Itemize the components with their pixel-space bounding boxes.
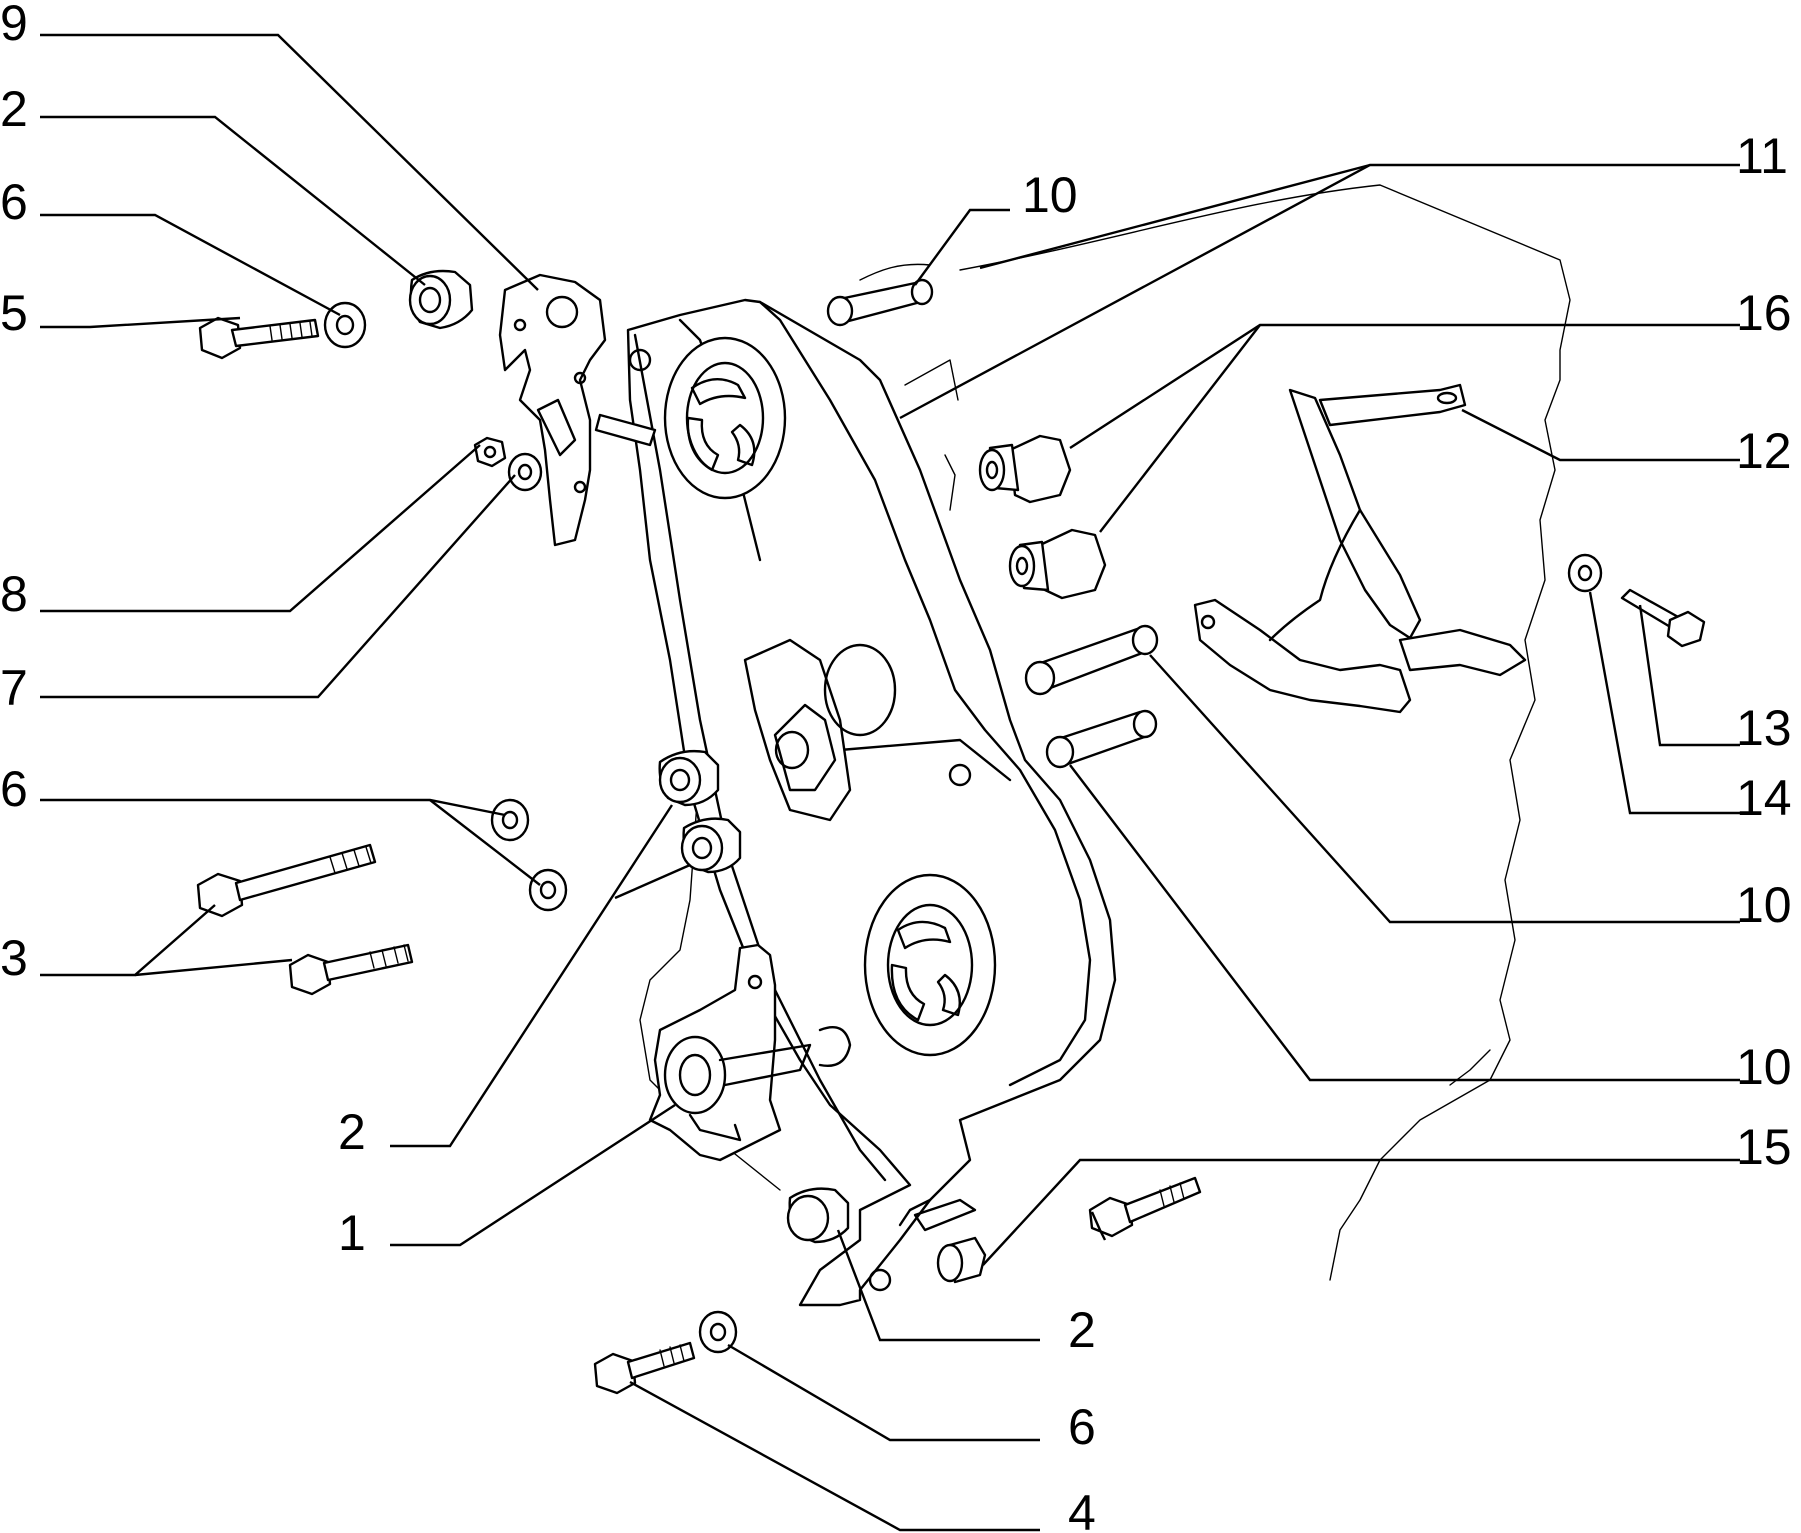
label-1: 1	[338, 1205, 366, 1261]
timing-cover	[626, 298, 1117, 1307]
label-10-low: 10	[1736, 1039, 1792, 1095]
tensioner-part-1	[648, 943, 852, 1162]
washer-part-6-top	[323, 301, 367, 349]
label-6-mid: 6	[0, 761, 28, 817]
label-16: 16	[1736, 285, 1792, 341]
label-4: 4	[1068, 1485, 1096, 1533]
middle-opening	[743, 638, 897, 822]
label-2-mid: 2	[338, 1104, 366, 1160]
label-15: 15	[1736, 1119, 1792, 1175]
bolt-hole	[868, 1268, 892, 1292]
dowel-part-10-long	[1024, 624, 1159, 769]
label-12: 12	[1736, 423, 1792, 479]
label-6: 6	[0, 174, 28, 230]
leader-lines	[40, 33, 1740, 1532]
bracket-part-9	[498, 273, 657, 547]
label-8: 8	[0, 566, 28, 622]
label-10-mid: 10	[1736, 877, 1792, 933]
dowel-part-10-top	[826, 278, 934, 327]
grommet-part-2-top	[408, 269, 474, 330]
bolt-part-4	[593, 1341, 696, 1395]
washers-part-6-mid	[490, 798, 568, 912]
sleeves-part-16	[978, 434, 1107, 600]
bolts-part-3	[196, 843, 414, 996]
label-11: 11	[1736, 128, 1788, 184]
label-3: 3	[0, 930, 28, 986]
label-2-bottom: 2	[1068, 1302, 1096, 1358]
washer-part-7	[507, 452, 543, 492]
label-7: 7	[0, 660, 28, 716]
label-9: 9	[0, 0, 28, 51]
grommets-part-2-mid	[658, 749, 742, 874]
label-6-bottom: 6	[1068, 1399, 1096, 1455]
bolt-part-5	[198, 316, 320, 360]
lower-sprocket	[863, 873, 997, 1057]
label-10-top: 10	[1022, 167, 1078, 223]
stud-bolt	[1088, 1176, 1202, 1241]
upper-sprocket	[663, 336, 787, 500]
nut-part-8	[473, 436, 507, 468]
bracket-part-12	[1193, 383, 1527, 714]
label-2: 2	[0, 81, 28, 137]
spacer-part-15	[936, 1236, 987, 1284]
label-13: 13	[1736, 700, 1792, 756]
label-14: 14	[1736, 770, 1792, 826]
bolt-hole	[948, 763, 972, 787]
label-5: 5	[0, 285, 28, 341]
bolt-part-13	[1620, 588, 1706, 648]
washer-part-14	[1567, 553, 1603, 593]
bolt-hole	[628, 348, 652, 372]
grommet-part-2-bottom	[786, 1187, 850, 1244]
washer-part-6-bottom	[698, 1310, 738, 1354]
